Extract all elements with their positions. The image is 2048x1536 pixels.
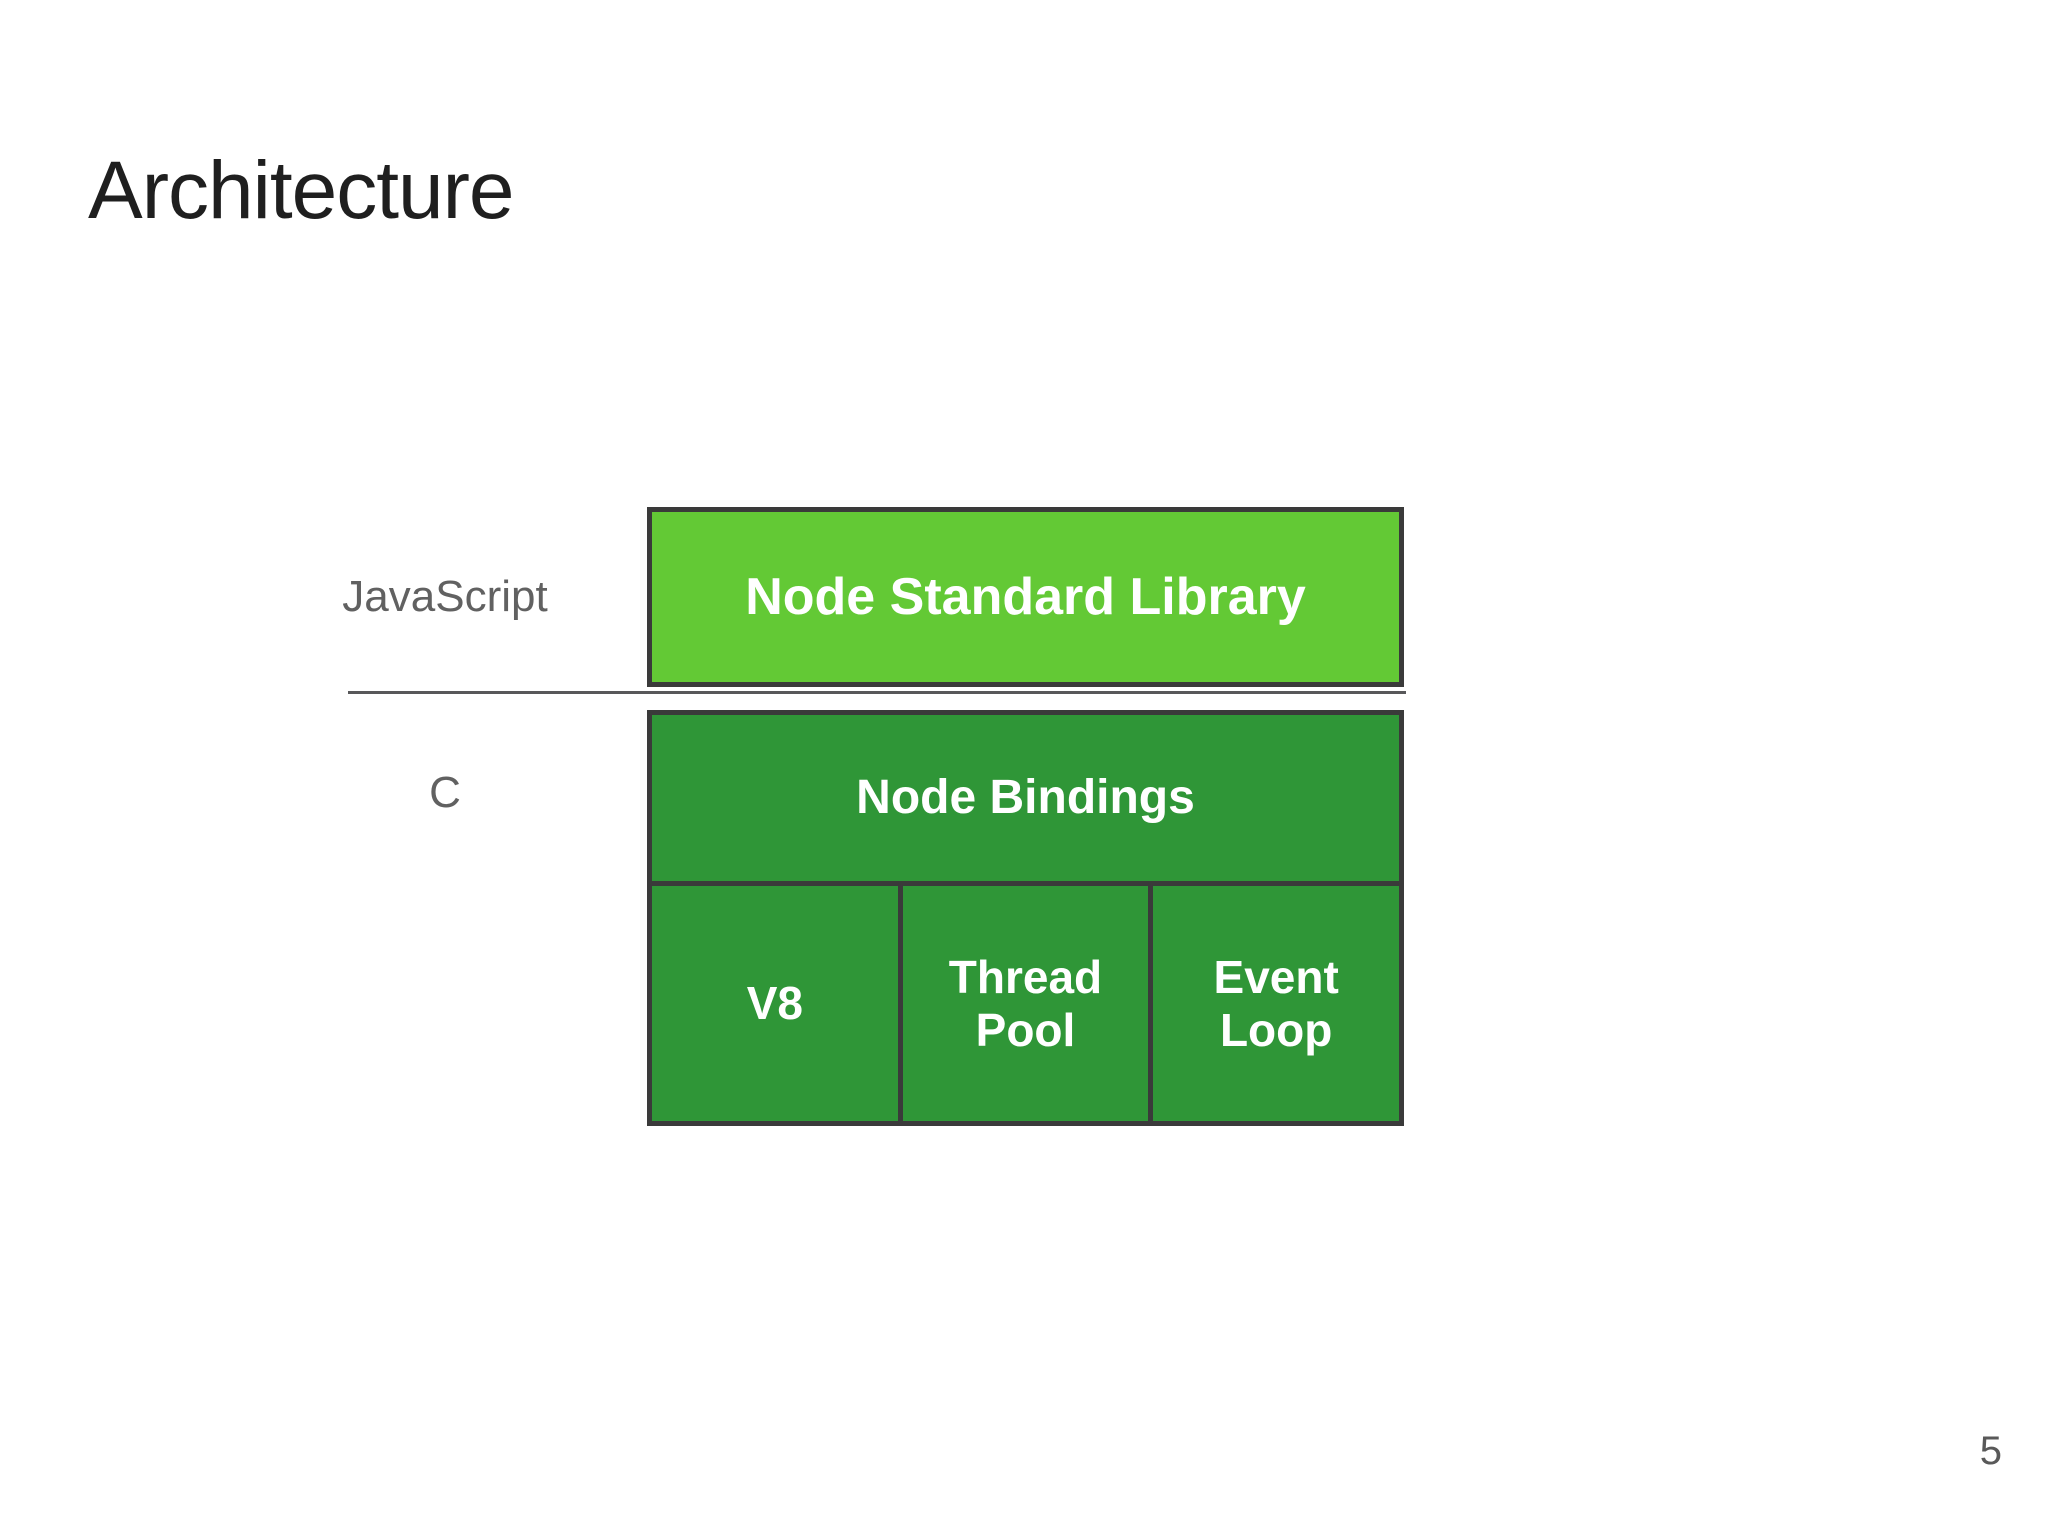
v8-label: V8 (746, 977, 803, 1030)
v8-box: V8 (652, 886, 898, 1121)
node-bindings-label: Node Bindings (856, 771, 1195, 825)
native-layer-group: Node Bindings V8 Thread Pool Event Loop (647, 710, 1404, 1126)
layer-label-c: C (429, 768, 461, 817)
slide-title: Architecture (88, 145, 515, 236)
layer-label-javascript: JavaScript (342, 572, 548, 621)
page-number: 5 (1979, 1429, 2002, 1473)
node-standard-library-label: Node Standard Library (745, 568, 1306, 626)
layer-divider-line (348, 691, 1406, 694)
node-bindings-box: Node Bindings (652, 715, 1399, 881)
event-loop-box: Event Loop (1153, 886, 1399, 1121)
thread-pool-label: Thread Pool (948, 950, 1103, 1056)
node-standard-library-box: Node Standard Library (647, 507, 1404, 687)
event-loop-label: Event Loop (1213, 950, 1339, 1056)
thread-pool-box: Thread Pool (902, 886, 1149, 1121)
